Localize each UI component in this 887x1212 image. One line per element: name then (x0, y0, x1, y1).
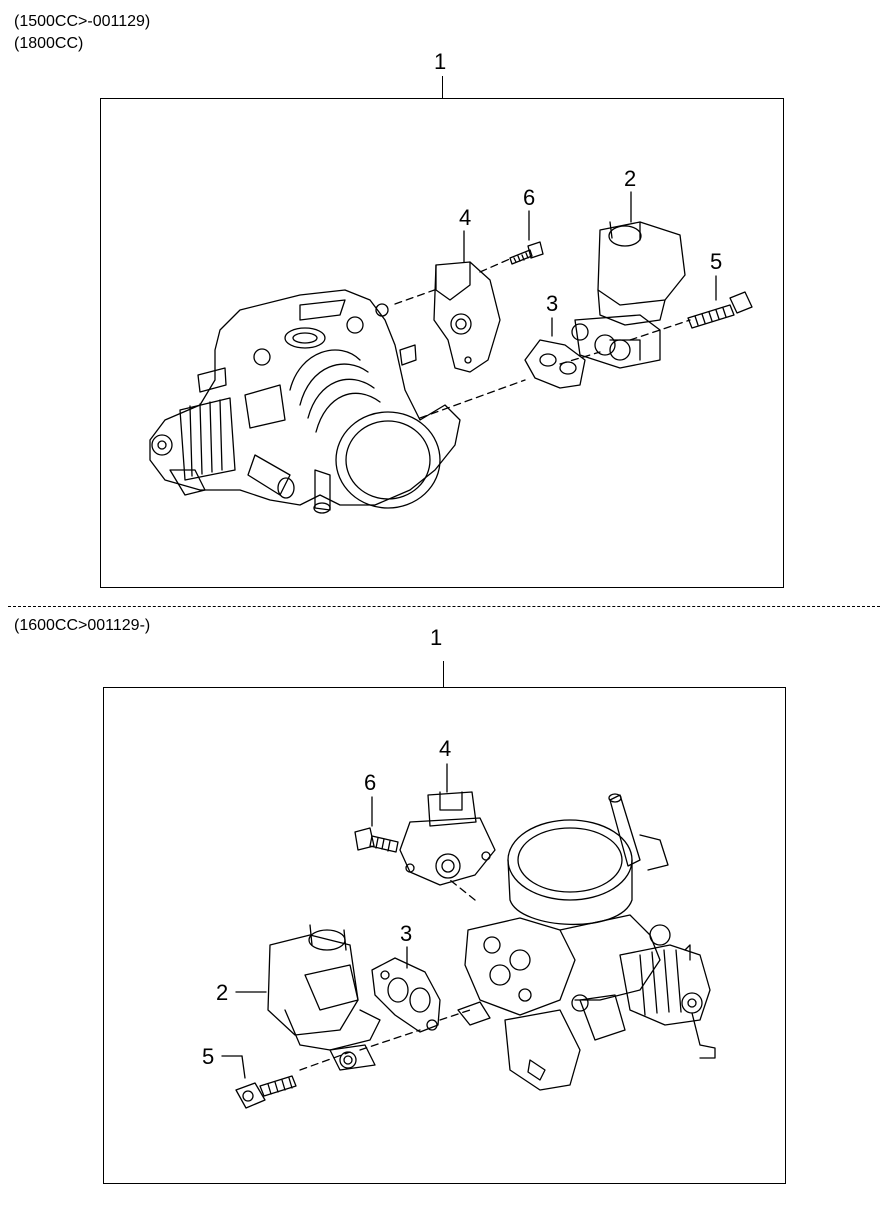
top-assembly-callout: 1 (434, 49, 447, 74)
top-part-5-bolt (687, 291, 753, 329)
bottom-assembly-frame (103, 687, 786, 1184)
bottom-variant-label: (1600CC>001129-) (14, 617, 151, 634)
top-variant-label-1: (1500CC>-001129) (14, 13, 151, 30)
top-callout-3: 3 (546, 291, 559, 316)
bottom-part-2-valve (267, 924, 381, 1071)
bottom-assembly-callout: 1 (430, 625, 443, 650)
bottom-throttle-body (457, 793, 716, 1091)
top-callout-5: 5 (710, 249, 723, 274)
bottom-part-5-bolt (235, 1075, 297, 1109)
bottom-alignment-lines (299, 879, 476, 1071)
top-part-6-bolt (509, 241, 544, 265)
section-divider (8, 606, 880, 607)
bottom-assembly-leader (443, 661, 444, 687)
bottom-leader-lines (221, 763, 448, 1079)
bottom-part-6-bolt (354, 827, 399, 853)
top-part-2-valve (571, 221, 686, 369)
top-alignment-lines (394, 257, 691, 419)
top-callout-6: 6 (523, 185, 536, 210)
top-assembly-leader (442, 76, 443, 98)
bottom-callout-4: 4 (439, 736, 452, 761)
bottom-part-3-gasket (371, 957, 441, 1033)
top-callout-2: 2 (624, 166, 637, 191)
top-variant-label-2: (1800CC) (14, 35, 84, 52)
top-part-3-gasket (524, 339, 586, 389)
bottom-callout-5: 5 (202, 1044, 215, 1069)
bottom-callout-6: 6 (364, 770, 377, 795)
bottom-callout-3: 3 (400, 921, 413, 946)
bottom-callout-2: 2 (216, 980, 229, 1005)
bottom-part-4-sensor (399, 791, 496, 886)
top-assembly-frame (100, 98, 784, 588)
top-throttle-body (149, 289, 461, 514)
top-part-4-sensor (433, 261, 501, 373)
top-leader-lines (463, 191, 717, 337)
top-callout-4: 4 (459, 205, 472, 230)
